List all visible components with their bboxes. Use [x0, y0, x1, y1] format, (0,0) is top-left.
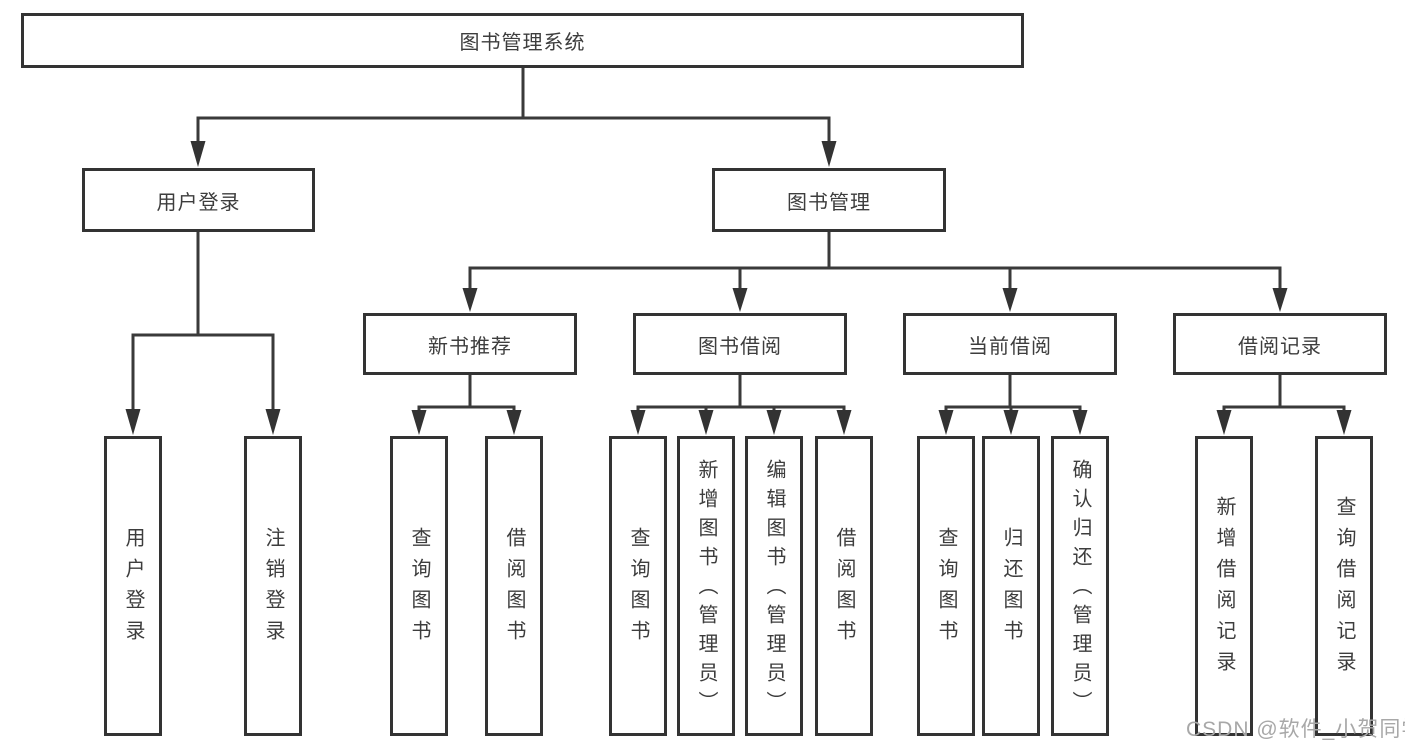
node-current-borrow: 当前借阅	[903, 313, 1117, 375]
node-book-borrow: 图书借阅	[633, 313, 847, 375]
leaf-borrow-books-recommend: 借阅图书	[485, 436, 543, 736]
leaf-query-books-recommend: 查询图书	[390, 436, 448, 736]
node-user-login: 用户登录	[82, 168, 315, 232]
leaf-query-books-borrow: 查询图书	[609, 436, 667, 736]
leaf-logout: 注销登录	[244, 436, 302, 736]
leaf-query-books-current: 查询图书	[917, 436, 975, 736]
leaf-add-borrow-record: 新增借阅记录	[1195, 436, 1253, 736]
node-book-management: 图书管理	[712, 168, 946, 232]
leaf-confirm-return-admin: 确认归还（管理员）	[1051, 436, 1109, 736]
leaf-user-login: 用户登录	[104, 436, 162, 736]
leaf-query-borrow-record: 查询借阅记录	[1315, 436, 1373, 736]
leaf-add-book-admin: 新增图书（管理员）	[677, 436, 735, 736]
leaf-edit-book-admin: 编辑图书（管理员）	[745, 436, 803, 736]
node-borrow-records: 借阅记录	[1173, 313, 1387, 375]
node-new-book-recommend: 新书推荐	[363, 313, 577, 375]
node-root-system: 图书管理系统	[21, 13, 1024, 68]
leaf-borrow-book: 借阅图书	[815, 436, 873, 736]
leaf-return-book: 归还图书	[982, 436, 1040, 736]
watermark: CSDN @软件_小贺同学	[1186, 718, 1405, 741]
arrowhead-icons	[125, 141, 1352, 435]
